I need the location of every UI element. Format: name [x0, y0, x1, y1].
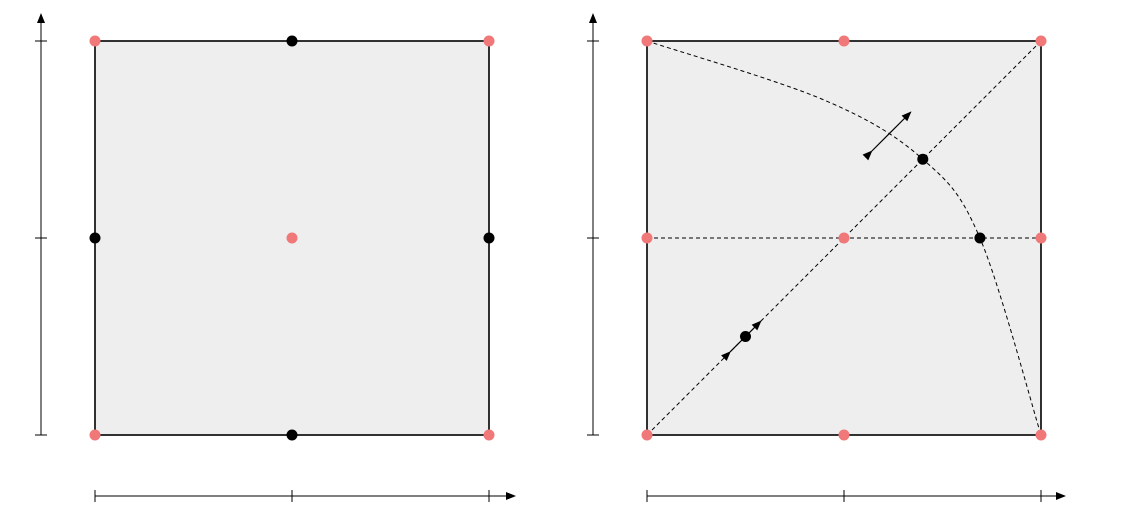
- dashed-line-1: [646, 40, 1042, 436]
- corner-node: [1035, 429, 1047, 441]
- panel-regular: [35, 13, 516, 502]
- interior-node: [740, 331, 751, 342]
- move-arrow-0: [862, 111, 912, 161]
- corner-node: [641, 35, 653, 47]
- panel-moved: [587, 13, 1066, 502]
- corner-node: [838, 232, 850, 244]
- interior-node: [974, 232, 986, 244]
- corner-node: [483, 35, 495, 47]
- interior-node: [286, 429, 298, 441]
- interior-node: [483, 232, 495, 244]
- corner-node: [1035, 35, 1047, 47]
- corner-node: [641, 429, 653, 441]
- corner-node: [483, 429, 495, 441]
- interior-node: [89, 232, 101, 244]
- corner-node: [89, 429, 101, 441]
- corner-node: [838, 35, 850, 47]
- interior-node: [286, 35, 298, 47]
- corner-node: [641, 232, 653, 244]
- corner-node: [286, 232, 298, 244]
- corner-node: [89, 35, 101, 47]
- corner-node: [1035, 232, 1047, 244]
- corner-node: [838, 429, 850, 441]
- interior-node: [917, 153, 929, 165]
